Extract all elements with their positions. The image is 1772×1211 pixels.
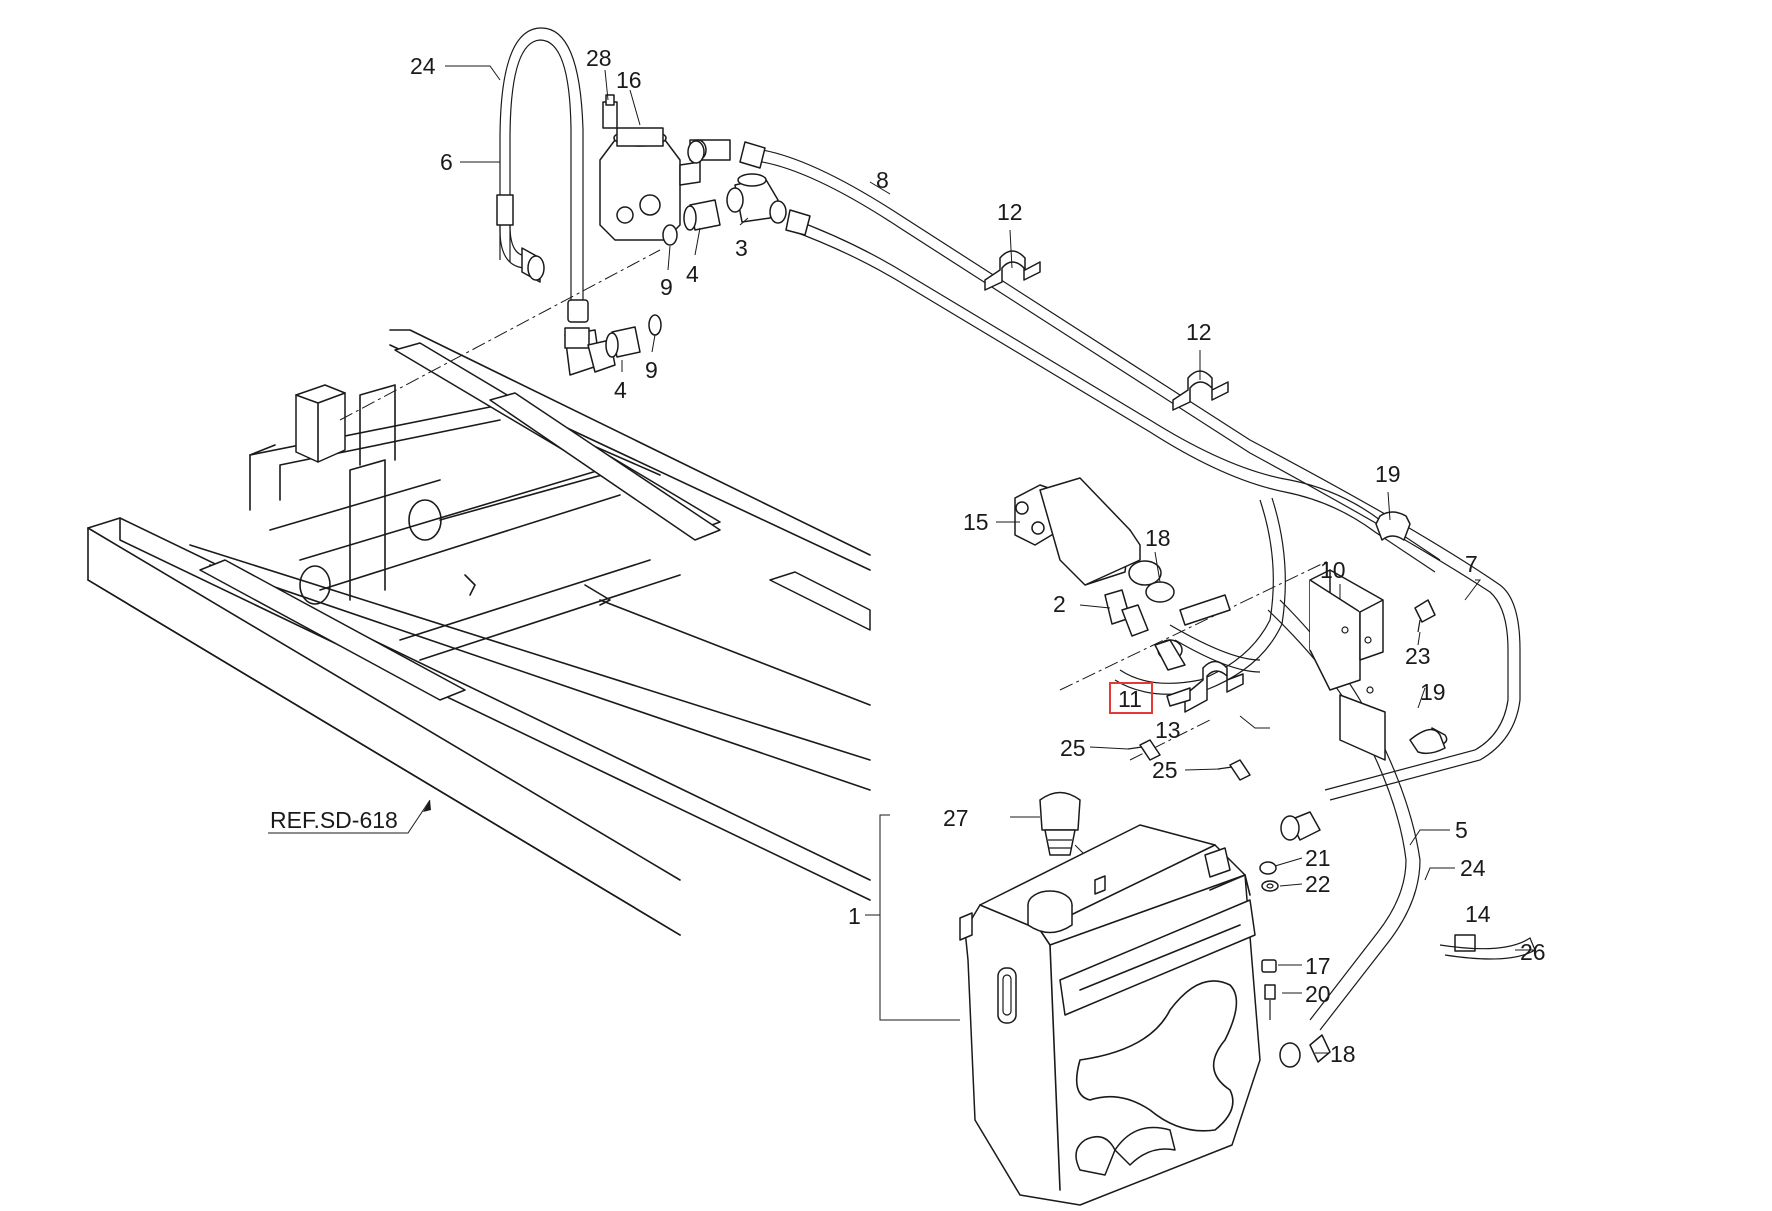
callout-20: 20	[1305, 981, 1331, 1007]
callout-28: 28	[586, 45, 612, 71]
callout-23: 23	[1405, 643, 1431, 669]
ref-label: REF.SD-618	[268, 799, 431, 834]
callout-8: 8	[876, 167, 889, 193]
callout-27: 27	[943, 805, 969, 831]
callout-3: 3	[735, 235, 748, 261]
callout-12-lower: 12	[1186, 319, 1212, 345]
callout-4-lower: 4	[614, 377, 627, 403]
callout-17: 17	[1305, 953, 1331, 979]
callout-18: 18	[1145, 525, 1171, 551]
callout-21: 21	[1305, 845, 1331, 871]
hydraulic-tank	[959, 791, 1331, 1206]
pump	[1014, 477, 1231, 671]
callout-24-lower: 24	[1460, 855, 1486, 881]
callout-9-lower: 9	[645, 357, 658, 383]
callout-13: 13	[1155, 717, 1181, 743]
callout-19-lower: 19	[1420, 679, 1446, 705]
callout-12: 12	[997, 199, 1023, 225]
fasteners	[1127, 599, 1536, 1020]
callout-1: 1	[848, 903, 861, 929]
callout-18-lower: 18	[1330, 1041, 1356, 1067]
callout-25-lower: 25	[1152, 757, 1178, 783]
callout-7: 7	[1465, 551, 1478, 577]
callout-14: 14	[1465, 901, 1491, 927]
callout-22: 22	[1305, 871, 1331, 897]
callout-6: 6	[440, 149, 453, 175]
callout-24: 24	[410, 53, 436, 79]
callout-5: 5	[1455, 817, 1468, 843]
callout-25: 25	[1060, 735, 1086, 761]
callout-26: 26	[1520, 939, 1546, 965]
assembly-centerlines	[339, 249, 1331, 856]
callout-15: 15	[963, 509, 989, 535]
clamps	[984, 250, 1448, 755]
bracket	[1309, 569, 1386, 761]
callout-10: 10	[1320, 557, 1346, 583]
chassis-frame	[87, 329, 871, 936]
callout-16: 16	[616, 67, 642, 93]
callout-11: 11	[1118, 686, 1142, 712]
hose-fittings	[687, 140, 811, 236]
callout-4: 4	[686, 261, 699, 287]
callout-2: 2	[1053, 591, 1066, 617]
highlight-box	[1109, 682, 1153, 714]
leader-lines	[445, 65, 1535, 1054]
callout-9: 9	[660, 274, 673, 300]
ref-text: REF.SD-618	[270, 807, 398, 833]
callout-labels: 24 28 16 6 8 12 3 4 9 9 4 12 19 15 18 10…	[410, 45, 1546, 1067]
callout-19: 19	[1375, 461, 1401, 487]
